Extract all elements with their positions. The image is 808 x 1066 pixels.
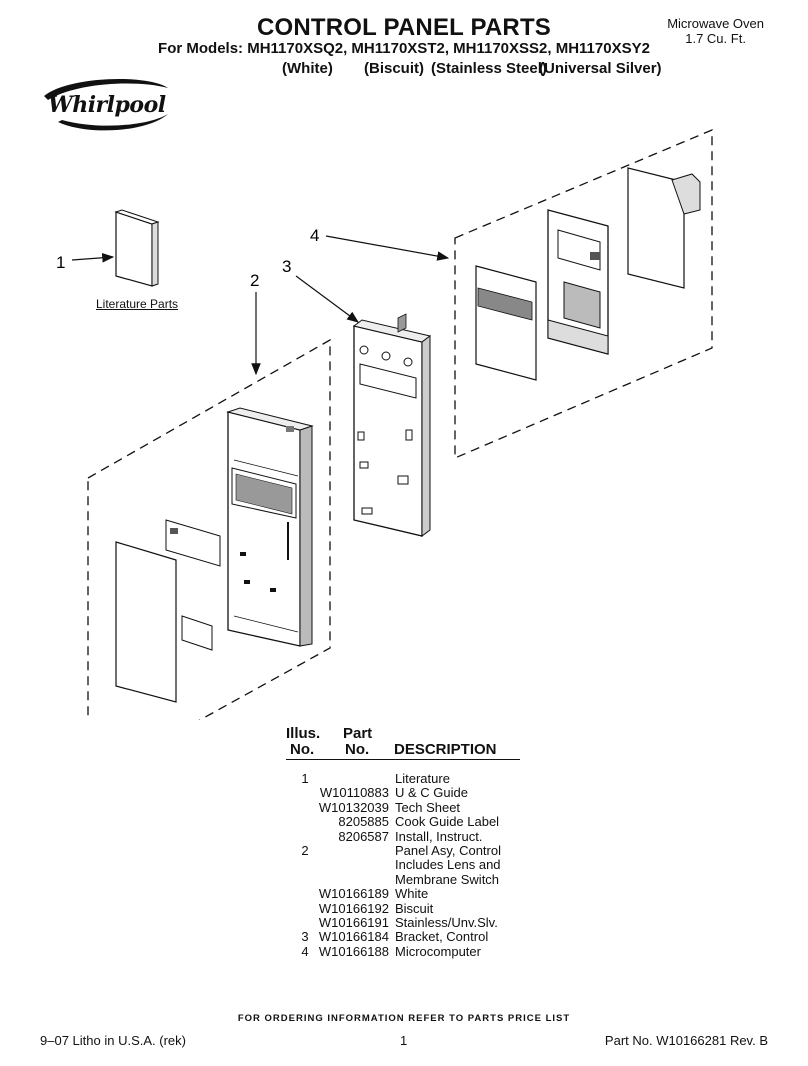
page-number: 1 (400, 1033, 408, 1048)
illus-no-cell: 2 (301, 843, 309, 858)
litho-info: 9–07 Litho in U.S.A. (rek) (40, 1033, 186, 1048)
description-cell: Stainless/Unv.Slv. (395, 915, 498, 930)
description-cell: Includes Lens and (395, 857, 501, 873)
literature-parts-label: Literature Parts (96, 297, 179, 311)
description-cell: Cook Guide Label (395, 814, 500, 830)
variant-biscuit: (Biscuit) (364, 60, 424, 77)
part-no-cell: W10132039 (318, 799, 389, 815)
product-info: Microwave Oven 1.7 Cu. Ft. (667, 16, 764, 46)
models-line: For Models: MH1170XSQ2, MH1170XST2, MH11… (158, 40, 650, 57)
part-no-cell: W10166188 (318, 943, 389, 959)
header-part-1: Part (343, 725, 373, 742)
callout-3: 3 (282, 257, 291, 276)
callout-1-arrow (71, 253, 115, 263)
microcomputer-assembly (475, 167, 701, 381)
description-cell: White (395, 886, 429, 902)
control-bracket (352, 313, 432, 537)
part-no-cell: W10110883 (319, 785, 389, 801)
exploded-diagram: 1 2 3 4 (56, 129, 713, 720)
callout-4-arrow (325, 235, 450, 261)
header-description: DESCRIPTION (394, 741, 497, 758)
part-no-cell: W10166184 (318, 929, 389, 945)
description-cell: Membrane Switch (395, 871, 500, 887)
product-capacity: 1.7 Cu. Ft. (685, 31, 746, 46)
page-title: CONTROL PANEL PARTS (256, 14, 552, 41)
description-cell: Panel Asy, Control (395, 843, 501, 858)
variant-stainless: (Stainless Steel) (431, 60, 547, 77)
variant-white: (White) (282, 60, 333, 77)
header-illus-2: No. (290, 741, 315, 758)
callout-1: 1 (56, 253, 65, 272)
part-no-cell: 8206587 (338, 828, 389, 844)
literature-booklet (114, 209, 160, 287)
illus-no-cell: 1 (301, 771, 309, 786)
part-number: Part No. W10166281 Rev. B (604, 1033, 768, 1048)
microcomputer-dashed-boundary (454, 129, 713, 459)
description-cell: U & C Guide (395, 785, 468, 801)
illus-no-cell: 3 (301, 929, 309, 945)
membrane-switch-sheet (115, 519, 221, 703)
callout-4: 4 (310, 226, 319, 245)
part-no-cell: W10166192 (318, 900, 389, 916)
brand-logo-swirl (44, 78, 168, 131)
part-no-cell: W10166191 (318, 915, 389, 930)
panel-dashed-boundary (87, 338, 331, 720)
callout-3-arrow (295, 275, 359, 323)
brand-logo-text: Whirlpool (48, 92, 166, 118)
product-type: Microwave Oven (667, 16, 764, 31)
variant-silver: (Universal Silver) (539, 60, 662, 77)
ordering-note: FOR ORDERING INFORMATION REFER TO PARTS … (237, 1013, 571, 1024)
description-cell: Literature (395, 771, 450, 786)
header-rule (286, 759, 520, 760)
control-panel-assembly (226, 407, 314, 647)
description-cell: Tech Sheet (395, 799, 461, 815)
description-cell: Biscuit (395, 900, 434, 916)
description-cell: Microcomputer (395, 943, 481, 959)
description-cell: Install, Instruct. (395, 828, 483, 844)
header-illus-1: Illus. (286, 725, 321, 742)
header-part-2: No. (345, 741, 370, 758)
part-no-cell: W10166189 (318, 886, 389, 902)
description-cell: Bracket, Control (395, 929, 489, 945)
illus-no-cell: 4 (301, 943, 309, 959)
part-no-cell: 8205885 (338, 814, 389, 830)
callout-2: 2 (250, 271, 259, 290)
